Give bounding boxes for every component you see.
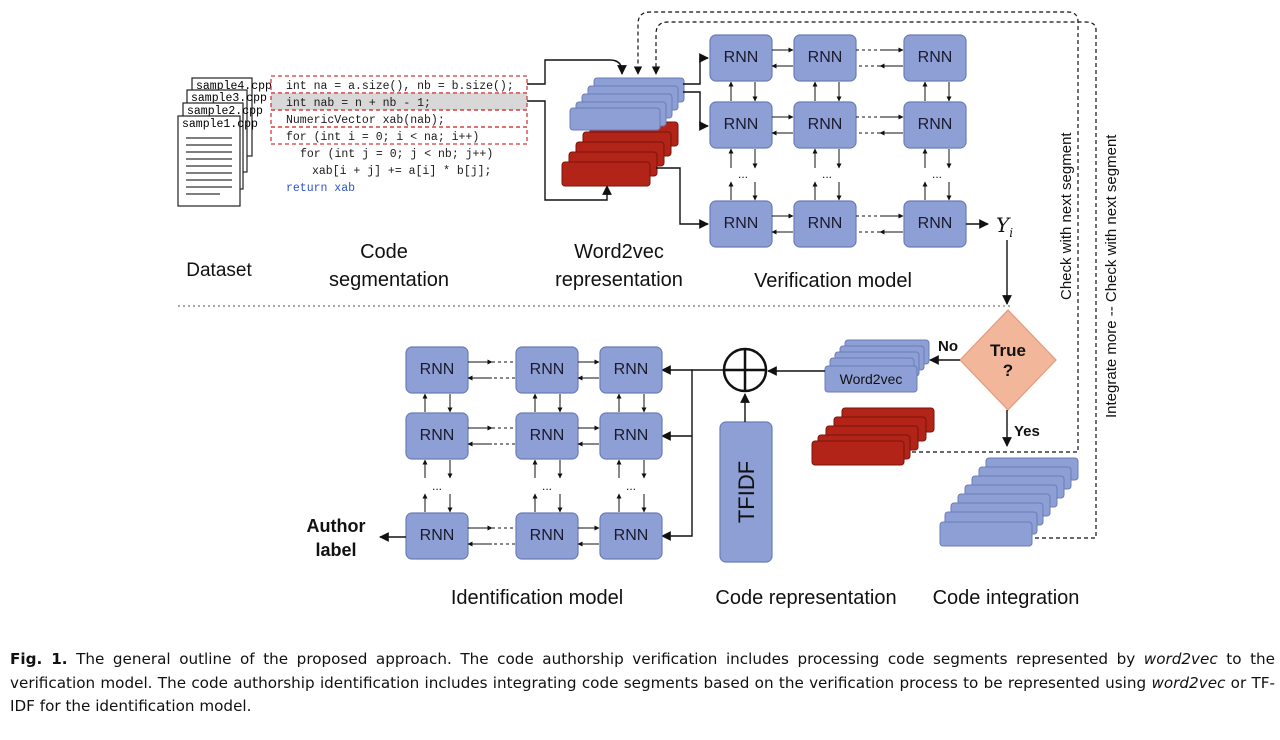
svg-text:RNN: RNN <box>918 49 953 66</box>
code-segment-boxes <box>270 75 528 145</box>
code-snippet: int na = a.size(), nb = b.size(); int na… <box>286 80 514 195</box>
ellipsis: ... <box>432 479 442 493</box>
svg-text:RNN: RNN <box>724 49 759 66</box>
verification-rnn-grid: RNN RNN RNN RNN RNN RNN RNN RNN RNN <box>709 34 967 248</box>
figure-number: Fig. 1. <box>10 650 68 668</box>
file-icon: sample1.cpp <box>177 115 258 207</box>
file-name: sample2.cpp <box>187 105 263 118</box>
svg-text:RNN: RNN <box>530 527 565 544</box>
file-name: sample1.cpp <box>182 118 258 131</box>
code-line: xab[i + j] += a[i] * b[j]; <box>312 165 491 178</box>
svg-text:RNN: RNN <box>808 49 843 66</box>
code-line: int na = a.size(), nb = b.size(); <box>286 80 514 93</box>
svg-text:RNN: RNN <box>614 361 649 378</box>
rnn-cell: RNN <box>515 512 579 560</box>
svg-text:RNN: RNN <box>420 527 455 544</box>
author-label-line1: Author <box>307 516 366 536</box>
ellipsis: ... <box>738 167 748 181</box>
decision-diamond <box>959 309 1057 411</box>
caption-emphasis: word2vec <box>1151 673 1226 692</box>
rnn-cell: RNN <box>599 412 663 460</box>
code-line: for (int i = 0; i < na; i++) <box>286 131 479 144</box>
rnn-cell: RNN <box>405 346 469 394</box>
svg-text:RNN: RNN <box>420 427 455 444</box>
caption-text: to the verification model. The code auth… <box>10 650 1275 692</box>
code-line: int nab = n + nb - 1; <box>286 97 431 110</box>
svg-text:RNN: RNN <box>420 361 455 378</box>
no-label: No <box>938 338 958 355</box>
code-segmentation-label-line1: Code <box>360 241 408 263</box>
rnn-cell: RNN <box>903 200 967 248</box>
rnn-cell: RNN <box>709 101 773 149</box>
rnn-cell: RNN <box>599 346 663 394</box>
ellipsis: ... <box>626 479 636 493</box>
rnn-cell: RNN <box>903 101 967 149</box>
rnn-cell: RNN <box>793 101 857 149</box>
code-integration-label: Code integration <box>933 587 1080 609</box>
rnn-cell: RNN <box>405 512 469 560</box>
caption-emphasis: word2vec <box>1143 650 1218 668</box>
word2vec-to-verification-arrows <box>656 53 709 229</box>
code-line: for (int j = 0; j < nb; j++) <box>300 148 493 161</box>
caption-text: or TF-IDF for the identification model. <box>10 673 1275 716</box>
code-to-word2vec-arrows <box>527 59 627 201</box>
rnn-cell: RNN <box>599 512 663 560</box>
dataset-files: sample4.cpp sample3.cpp sample2.cpp samp… <box>177 77 272 207</box>
rnn-cell: RNN <box>405 412 469 460</box>
decision-label-line1: True <box>990 341 1026 360</box>
ellipsis: ... <box>932 167 942 181</box>
rnn-cell: RNN <box>515 346 579 394</box>
verification-model-label: Verification model <box>754 270 912 292</box>
svg-text:RNN: RNN <box>724 116 759 133</box>
ellipsis: ... <box>822 167 832 181</box>
svg-text:RNN: RNN <box>614 527 649 544</box>
feedback-loops <box>633 11 1097 539</box>
svg-text:RNN: RNN <box>530 361 565 378</box>
svg-text:RNN: RNN <box>614 427 649 444</box>
identification-model-label: Identification model <box>451 587 623 609</box>
svg-text:RNN: RNN <box>918 215 953 232</box>
tfidf-label: TFIDF <box>734 461 759 523</box>
output-y: Yi <box>996 213 1013 240</box>
svg-text:RNN: RNN <box>808 116 843 133</box>
svg-text:RNN: RNN <box>808 215 843 232</box>
svg-text:RNN: RNN <box>918 116 953 133</box>
rnn-cell: RNN <box>903 34 967 82</box>
rnn-cell: RNN <box>793 200 857 248</box>
svg-text:RNN: RNN <box>724 215 759 232</box>
word2vec-box-label: Word2vec <box>840 371 903 387</box>
segment-box <box>270 126 528 145</box>
rnn-cell: RNN <box>709 200 773 248</box>
combine-operator-icon <box>722 347 768 393</box>
lower-word2vec-stack: Word2vec <box>824 339 930 393</box>
word2vec-label-line2: representation <box>555 269 683 291</box>
code-line: return xab <box>286 182 355 195</box>
code-segmentation-label-line2: segmentation <box>329 269 449 291</box>
integrate-more-label: Integrate more -- Check with next segmen… <box>1103 134 1120 418</box>
ellipsis: ... <box>542 479 552 493</box>
rnn-cell: RNN <box>709 34 773 82</box>
rnn-cell: RNN <box>793 34 857 82</box>
rnn-cell: RNN <box>515 412 579 460</box>
approach-diagram: sample4.cpp sample3.cpp sample2.cpp samp… <box>177 11 1120 609</box>
word2vec-label-line1: Word2vec <box>574 241 664 263</box>
caption-text: The general outline of the proposed appr… <box>67 650 1144 668</box>
figure-caption: Fig. 1. The general outline of the propo… <box>10 648 1275 719</box>
code-representation-label: Code representation <box>715 587 896 609</box>
decision-label-line2: ? <box>1003 361 1013 380</box>
combine-to-identification-arrows <box>661 365 724 541</box>
lower-red-stack <box>811 407 935 466</box>
author-label-line2: label <box>315 540 356 560</box>
word2vec-red-stack <box>561 121 679 187</box>
check-next-segment-label: Check with next segment <box>1058 132 1075 300</box>
yes-label: Yes <box>1014 423 1040 440</box>
code-integration-stack <box>939 457 1079 547</box>
file-name: sample3.cpp <box>191 92 267 105</box>
identification-rnn-grid: RNN RNN RNN RNN RNN RNN RNN RNN RNN <box>405 346 663 560</box>
dataset-label: Dataset <box>186 260 252 281</box>
word2vec-blue-stack <box>569 77 685 131</box>
code-line: NumericVector xab(nab); <box>286 114 445 127</box>
svg-text:RNN: RNN <box>530 427 565 444</box>
tfidf-box: TFIDF <box>719 421 773 563</box>
